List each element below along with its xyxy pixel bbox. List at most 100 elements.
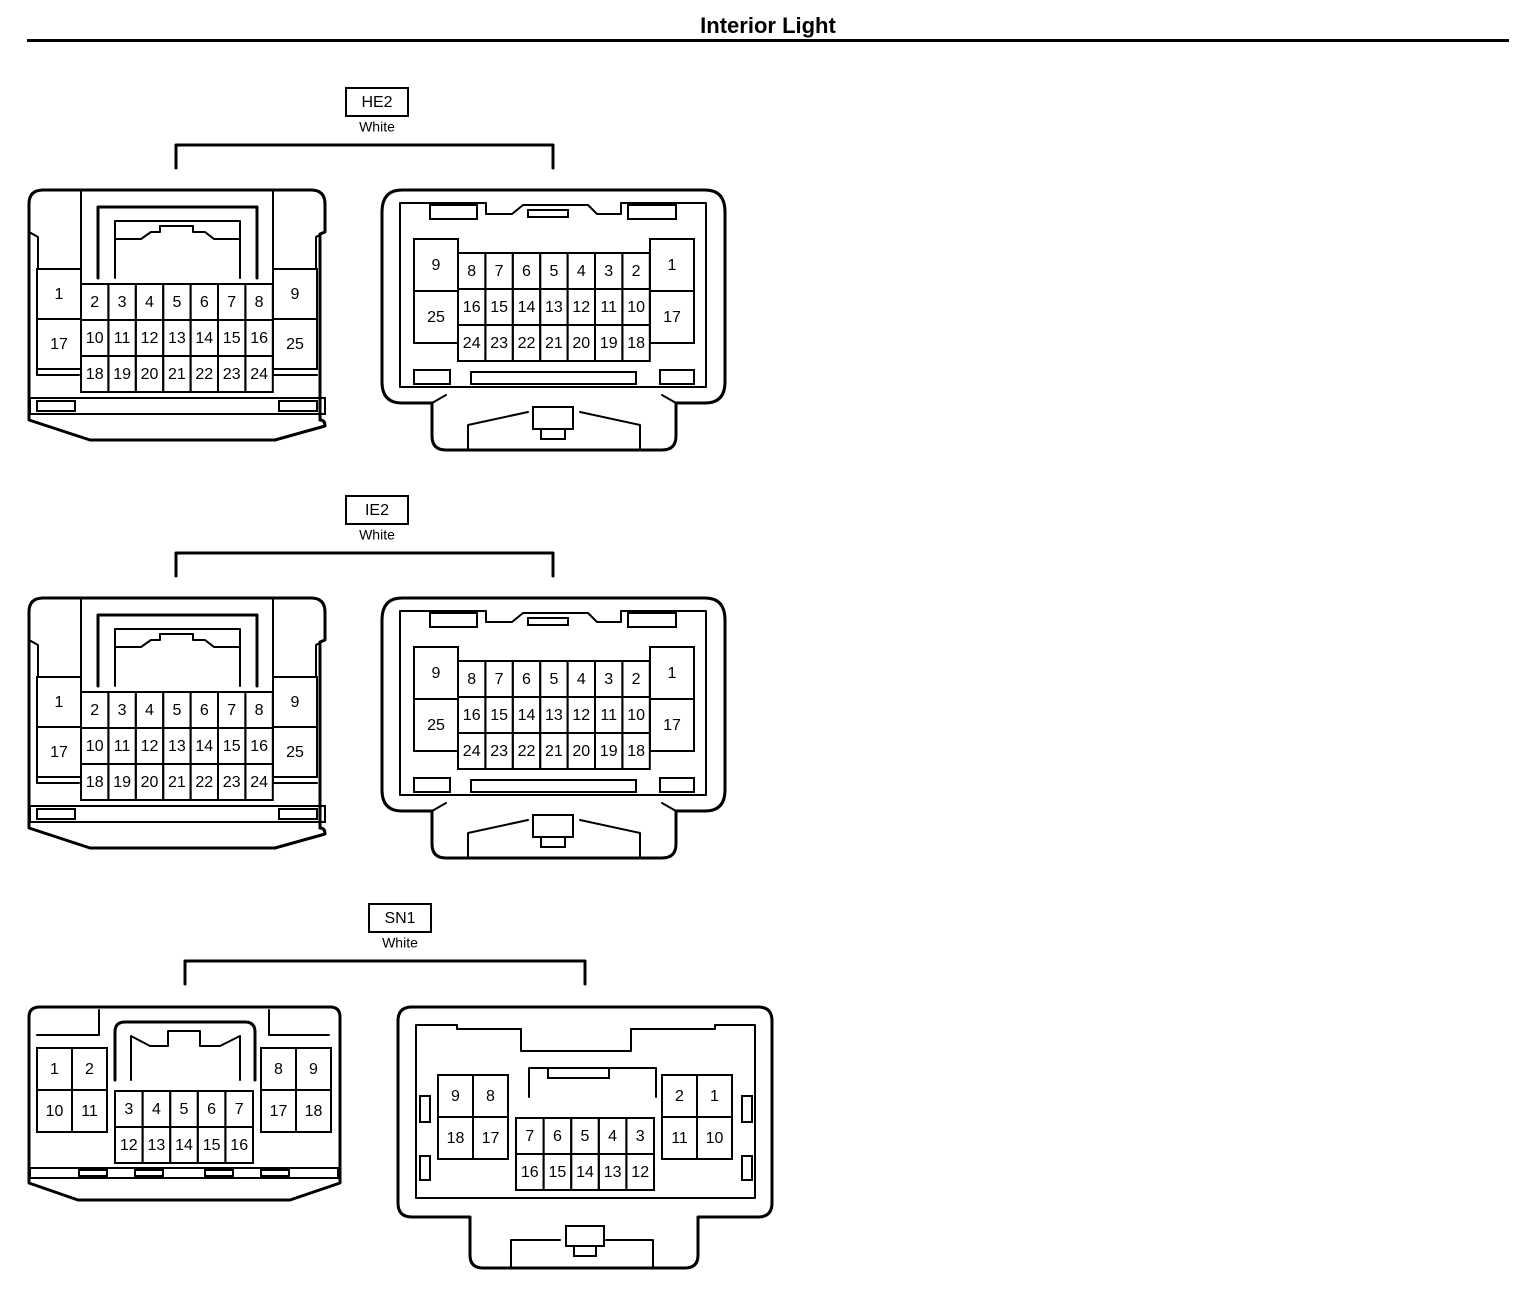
pin-label: 24 (250, 366, 268, 383)
pin-label: 20 (572, 335, 590, 352)
pin-cell (625, 1153, 656, 1191)
housing-feature (413, 646, 651, 662)
housing-outline (380, 596, 727, 860)
latch-outline (113, 1020, 257, 1082)
pin-label: 7 (495, 263, 504, 280)
pin-label: 15 (549, 1164, 567, 1181)
pin-label: 11 (600, 299, 617, 316)
housing-feature (278, 808, 318, 820)
pin-label: 9 (451, 1088, 460, 1105)
pin-label: 21 (545, 335, 563, 352)
connector-color: White (359, 527, 395, 543)
pin-label: 14 (195, 738, 213, 755)
housing-feature (29, 1167, 339, 1179)
housing-feature (36, 776, 318, 784)
pin-label: 1 (50, 1061, 59, 1078)
housing-feature (540, 836, 566, 848)
pin-label: 16 (230, 1137, 248, 1154)
pin-label: 8 (255, 702, 264, 719)
pin-label: 16 (250, 330, 268, 347)
connector-color: White (382, 935, 418, 951)
pin-label: 11 (114, 330, 131, 347)
housing-feature (399, 610, 707, 796)
housing-feature (470, 371, 637, 385)
pin-label: 3 (124, 1101, 133, 1118)
connector-code-box (368, 903, 432, 933)
pin-label: 6 (522, 671, 531, 688)
pin-label: 23 (223, 366, 241, 383)
pin-label: 8 (467, 671, 476, 688)
housing-feature (28, 639, 326, 677)
pin-label: 9 (432, 257, 441, 274)
pin-label: 13 (168, 330, 186, 347)
housing-outline (27, 596, 327, 850)
housing-feature (413, 777, 451, 793)
pin-label: 25 (286, 744, 304, 761)
pin-label: 13 (545, 707, 563, 724)
pin-label: 2 (90, 294, 99, 311)
pin-label: 10 (706, 1130, 724, 1147)
housing-feature (741, 1155, 753, 1181)
pin-label: 18 (86, 366, 104, 383)
pin-label: 14 (195, 330, 213, 347)
housing-feature (527, 209, 569, 218)
housing-outline (27, 1005, 342, 1202)
latch-outline (114, 220, 241, 279)
pin-label: 7 (227, 294, 236, 311)
pin-label: 25 (427, 309, 445, 326)
pin-label: 17 (50, 336, 68, 353)
latch-outline (114, 628, 241, 687)
housing-feature (36, 400, 76, 412)
pin-label: 18 (447, 1130, 465, 1147)
pin-label: 17 (50, 744, 68, 761)
housing-feature (470, 779, 637, 793)
pin-label: 9 (291, 286, 300, 303)
pin-label: 16 (463, 707, 481, 724)
pin-label: 10 (627, 707, 645, 724)
connector-code-box (345, 87, 409, 117)
housing-feature (429, 204, 478, 220)
pin-label: 23 (490, 335, 508, 352)
housing-feature (431, 802, 677, 859)
pin-label: 4 (577, 263, 586, 280)
page-title: Interior Light (700, 13, 836, 38)
housing-feature (419, 1095, 431, 1123)
pin-label: 6 (553, 1128, 562, 1145)
latch-outline (130, 1030, 241, 1081)
housing-feature (547, 1067, 610, 1079)
housing-feature (573, 1245, 597, 1257)
connector-code: HE2 (361, 94, 392, 111)
pin-label: 2 (85, 1061, 94, 1078)
pin-cell (295, 1089, 332, 1133)
pin-label: 16 (521, 1164, 539, 1181)
pin-label: 23 (223, 774, 241, 791)
housing-feature (565, 1225, 605, 1247)
pin-label: 15 (223, 738, 241, 755)
pin-label: 6 (207, 1101, 216, 1118)
pin-label: 12 (572, 299, 590, 316)
connector-bracket (183, 959, 587, 986)
housing-feature (78, 1169, 108, 1177)
pin-label: 14 (518, 707, 536, 724)
pin-label: 12 (572, 707, 590, 724)
pin-label: 17 (663, 717, 681, 734)
pin-label: 22 (518, 743, 536, 760)
pin-label: 24 (250, 774, 268, 791)
housing-outline (27, 188, 327, 442)
pin-label: 20 (572, 743, 590, 760)
pin-label: 15 (490, 299, 508, 316)
pin-label: 10 (86, 330, 104, 347)
pin-label: 18 (627, 335, 645, 352)
pin-label: 3 (636, 1128, 645, 1145)
pin-label: 6 (522, 263, 531, 280)
pin-label: 1 (55, 694, 64, 711)
housing-feature (429, 612, 478, 628)
pin-label: 22 (195, 774, 213, 791)
pin-label: 17 (270, 1103, 288, 1120)
latch-outline (114, 633, 241, 648)
pin-label: 20 (141, 774, 159, 791)
